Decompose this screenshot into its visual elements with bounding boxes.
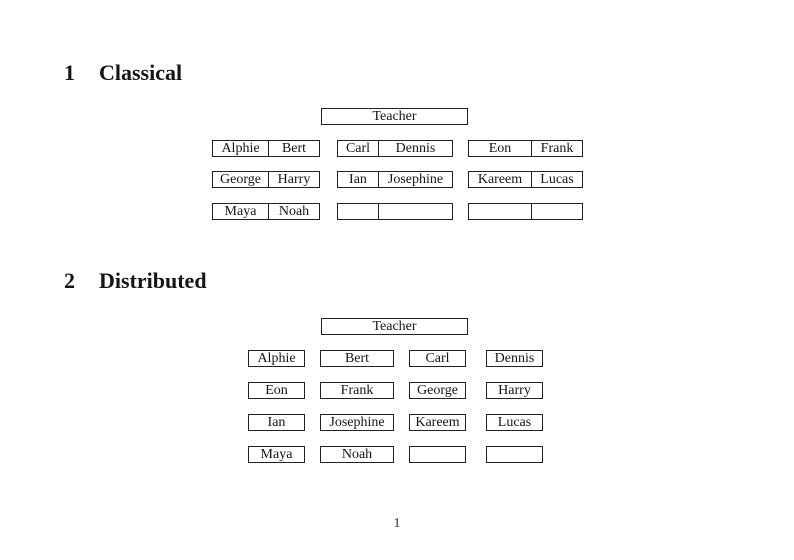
seat-box: Carl — [409, 350, 466, 367]
seat-box: Kareem — [409, 414, 466, 431]
desk-box-empty — [468, 203, 583, 220]
seat-box: Dennis — [486, 350, 543, 367]
teacher-label: Teacher — [372, 319, 417, 334]
desk-seat-left — [338, 204, 379, 219]
teacher-box-distributed: Teacher — [321, 318, 468, 335]
desk-seat-right: Josephine — [387, 172, 444, 187]
desk-box: Kareem Lucas — [468, 171, 583, 188]
desk-box: Maya Noah — [212, 203, 320, 220]
desk-seat-right: Frank — [540, 141, 574, 156]
seat-box: Josephine — [320, 414, 394, 431]
seat-box: Eon — [248, 382, 305, 399]
desk-box: Carl Dennis — [337, 140, 453, 157]
section-number: 1 — [64, 60, 75, 85]
seat-box-empty — [409, 446, 466, 463]
desk-seat-right: Harry — [277, 172, 311, 187]
seat-box: Lucas — [486, 414, 543, 431]
section-number: 2 — [64, 268, 75, 293]
desk-box: Ian Josephine — [337, 171, 453, 188]
desk-seat-right: Lucas — [540, 172, 574, 187]
page-number: 1 — [393, 516, 401, 531]
seat-box: Noah — [320, 446, 394, 463]
desk-seat-right: Noah — [278, 204, 310, 219]
seat-box: Alphie — [248, 350, 305, 367]
section-heading-classical: 1 Classical — [64, 62, 182, 84]
seat-box: Frank — [320, 382, 394, 399]
seat-box-empty — [486, 446, 543, 463]
teacher-box-classical: Teacher — [321, 108, 468, 125]
desk-seat-left: George — [213, 172, 269, 187]
seat-box: Maya — [248, 446, 305, 463]
seat-box: Bert — [320, 350, 394, 367]
desk-seat-left: Maya — [213, 204, 269, 219]
desk-box-empty — [337, 203, 453, 220]
desk-seat-left: Kareem — [469, 172, 532, 187]
desk-box: Eon Frank — [468, 140, 583, 157]
seat-box: Ian — [248, 414, 305, 431]
desk-seat-right: Bert — [281, 141, 307, 156]
desk-box: George Harry — [212, 171, 320, 188]
desk-seat-left: Carl — [338, 141, 379, 156]
teacher-label: Teacher — [372, 109, 417, 124]
section-heading-distributed: 2 Distributed — [64, 270, 207, 292]
desk-seat-right: Dennis — [395, 141, 436, 156]
desk-seat-left: Eon — [469, 141, 532, 156]
desk-seat-left: Alphie — [213, 141, 269, 156]
section-title: Distributed — [99, 268, 207, 293]
seat-box: Harry — [486, 382, 543, 399]
desk-seat-right — [532, 204, 582, 219]
desk-seat-left: Ian — [338, 172, 379, 187]
seat-box: George — [409, 382, 466, 399]
desk-box: Alphie Bert — [212, 140, 320, 157]
section-title: Classical — [99, 60, 183, 85]
desk-seat-right — [379, 204, 452, 219]
desk-seat-left — [469, 204, 532, 219]
